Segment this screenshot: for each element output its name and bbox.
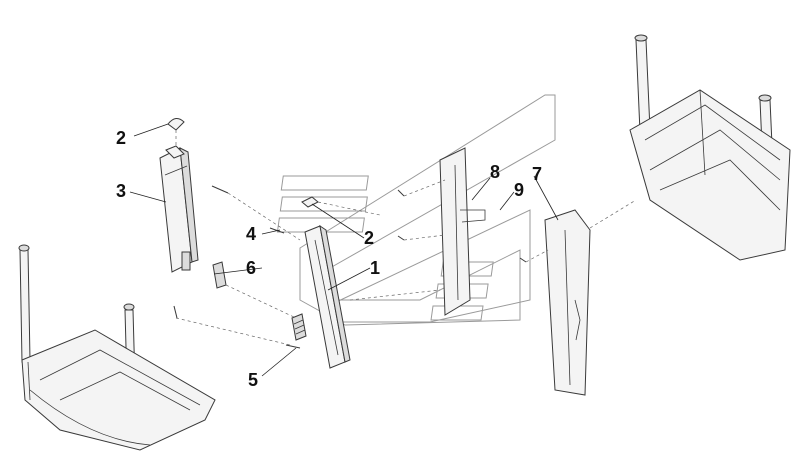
callout-3-pillar: 3 (116, 181, 126, 201)
cover-panel (439, 147, 591, 396)
part-2-cap-middle (301, 196, 319, 208)
callout-leader-lines (129, 123, 559, 377)
callout-2-cap: 2 (116, 128, 126, 148)
callout-5-screw: 5 (248, 370, 258, 390)
callout-6-pad: 6 (246, 258, 256, 278)
left-cab-frame (18, 244, 216, 451)
callout-4-screw: 4 (246, 224, 256, 244)
callout-1-trim: 1 (370, 258, 380, 278)
callout-9: 9 (514, 180, 524, 200)
part-2-cap-top (167, 118, 185, 131)
callout-8: 8 (490, 162, 500, 182)
part-3-pillar (159, 145, 199, 273)
callout-labels: 2 3 4 2 6 1 5 8 7 9 (116, 128, 542, 390)
screws (173, 185, 527, 349)
right-cab-frame (629, 34, 791, 261)
part-1-trim (304, 224, 351, 369)
assembly-leader-lines (175, 130, 637, 346)
callout-2-cap-middle: 2 (364, 228, 374, 248)
callout-7: 7 (532, 164, 542, 184)
